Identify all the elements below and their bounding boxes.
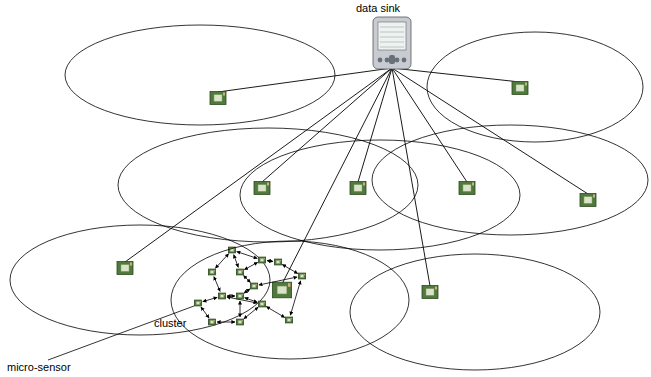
micro-sensor-icon (298, 273, 305, 279)
micro-sensor-icon (218, 293, 225, 299)
radio-link (218, 68, 392, 92)
radio-link (392, 68, 467, 182)
cluster-label: cluster (154, 317, 186, 329)
radio-link (282, 68, 392, 284)
data-sink: data sink (356, 0, 428, 72)
cluster-head-sensor (254, 182, 270, 195)
micro-sensor-icon (208, 319, 215, 325)
sensor-link (214, 277, 220, 292)
cluster-head-sensor (512, 82, 528, 95)
cluster-head-sensor (117, 262, 133, 275)
cluster-ellipse (65, 25, 335, 125)
micro-sensor-icon (236, 319, 243, 325)
cluster-head-sensor (580, 194, 596, 207)
sensor-link (234, 255, 239, 268)
cluster-ellipse (118, 128, 418, 242)
leader-line (48, 306, 194, 360)
cluster-region: cluster (170, 240, 410, 360)
sensor-link (227, 296, 235, 297)
cluster-head-sensor (459, 182, 475, 195)
callout-label: micro-sensor (6, 361, 72, 373)
sensor-link (240, 301, 241, 317)
radio-link (262, 68, 392, 182)
cluster-ellipse (10, 225, 270, 335)
sensor-link (203, 297, 217, 301)
micro-sensor-icon (208, 269, 215, 275)
sensor-link (217, 322, 235, 323)
cluster-ellipse (372, 125, 648, 235)
micro-sensor-icon (258, 301, 265, 307)
micro-sensor-icon (194, 300, 201, 306)
cluster-head-sensor (422, 286, 438, 299)
sensor-link (282, 265, 297, 274)
cluster-ellipse (170, 240, 410, 360)
sensor-link (237, 252, 258, 259)
sensor-link (267, 260, 273, 262)
micro-sensor-icon (258, 257, 265, 263)
sensor-link (201, 307, 209, 318)
sensor-link (244, 276, 251, 283)
sensor-link (290, 281, 300, 315)
micro-sensor-icon (274, 259, 281, 265)
cluster-head-sensor (350, 182, 366, 195)
cluster-ellipse (350, 254, 600, 370)
sensor-link (259, 277, 297, 285)
cluster-head-sensor (210, 92, 226, 105)
sensor-link (244, 289, 250, 293)
sensor-link (266, 307, 284, 318)
sink-label: data sink (356, 2, 400, 14)
sensor-link (244, 262, 257, 269)
sensor-link (215, 254, 228, 269)
micro-sensor-icon (236, 293, 243, 299)
sensor-link (244, 307, 258, 319)
radio-link (125, 68, 392, 262)
radio-link (392, 68, 588, 194)
radio-link (392, 68, 430, 286)
micro-sensor-icon (250, 283, 257, 289)
micro-sensor-icon (236, 269, 243, 275)
micro-sensor-icon (285, 317, 292, 323)
cluster-head-sensor (272, 282, 291, 298)
